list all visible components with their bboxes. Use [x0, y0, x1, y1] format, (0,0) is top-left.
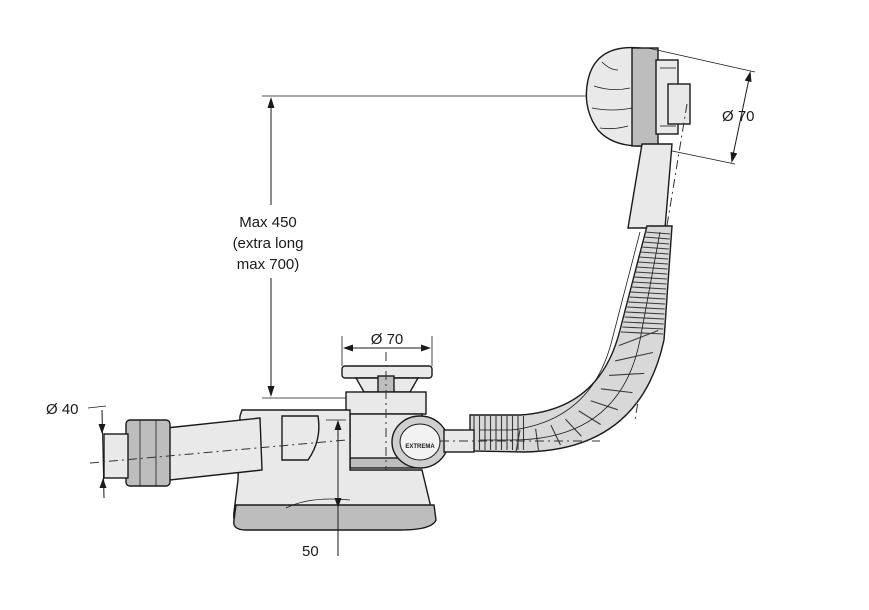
hose-inner-line-2 [480, 231, 661, 441]
hose-inner-line [480, 231, 641, 431]
outlet-dim-ext-top [87, 405, 107, 409]
overflow-dim-line [731, 73, 751, 161]
trap-base-ring [233, 504, 437, 531]
trap-assembly [233, 409, 437, 531]
overflow-dim-ext-top [647, 47, 756, 73]
overflow-diameter-dimension: Ø 70 [647, 47, 756, 165]
outlet-nut [125, 419, 171, 487]
hose-rib [630, 291, 666, 295]
hose-rib [634, 276, 667, 280]
outlet-pipe [89, 417, 347, 487]
hose-rib [590, 400, 618, 411]
hose-rib [641, 246, 669, 250]
hose-rib [622, 326, 664, 330]
overflow-rosette-ring [631, 47, 659, 147]
hose-rib [638, 256, 669, 260]
overflow-rigid-tube [627, 143, 673, 229]
hose-ribs [473, 231, 671, 453]
outlet-diameter-dimension: Ø 40 [46, 401, 107, 499]
corrugated-hose [469, 225, 673, 453]
height-arrow-bottom [267, 386, 275, 397]
outlet-dim-arrow-bottom [99, 478, 107, 488]
hose-rib [578, 410, 601, 425]
height-dimension: Max 450 (extra long max 700) [233, 95, 590, 399]
overflow-dim-arrow-bottom [730, 152, 738, 163]
waste-control-plate [399, 423, 441, 461]
hose-rib [618, 330, 659, 347]
height-arrow-top [267, 97, 275, 108]
trap-detail [285, 498, 351, 509]
seal-depth-dimension: 50 [302, 419, 346, 560]
hose-rib [620, 331, 664, 335]
overflow-dim-arrow-top [744, 71, 752, 82]
outlet-diameter-label: Ø 40 [46, 401, 79, 418]
hose-rib [643, 236, 670, 240]
waste-dim-arrow-left [343, 344, 353, 352]
brand-label: EXTREMA [405, 444, 435, 450]
waste-dim-arrow-right [421, 344, 431, 352]
hose-rib [640, 251, 669, 255]
hose-rib [609, 372, 645, 376]
hose-rib [642, 241, 670, 245]
height-label-line2: (extra long [233, 235, 304, 252]
overflow-cap [585, 46, 641, 147]
hose-rib [632, 281, 667, 285]
outlet-centerline [89, 439, 347, 464]
hose-rib [614, 351, 654, 362]
hose-body [469, 225, 673, 453]
hose-rib [644, 231, 671, 235]
waste-diameter-dimension: Ø 70 [341, 331, 433, 366]
height-label-line1: Max 450 [239, 214, 297, 231]
overflow-head [585, 46, 691, 147]
overflow-diameter-label: Ø 70 [722, 108, 755, 125]
hose-rib [637, 261, 668, 265]
height-label-line3: max 700) [237, 256, 300, 273]
waste-diameter-label: Ø 70 [371, 331, 404, 348]
seal-dim-arrow-top [334, 420, 342, 430]
waste-valve: EXTREMA [341, 352, 600, 520]
hose-rib [635, 271, 668, 275]
outlet-spigot [103, 433, 129, 479]
hose-rib [564, 418, 582, 437]
seal-depth-label: 50 [302, 543, 319, 560]
overflow-cap-grooves [591, 61, 633, 130]
seal-dim-arrow-bottom [334, 498, 342, 508]
hose-rib [600, 388, 633, 394]
trap-elbow [281, 415, 320, 461]
overflow-connector [667, 83, 691, 125]
hose-rib [631, 286, 667, 290]
hose-rib [636, 266, 668, 270]
outlet-dim-arrow-top [98, 424, 106, 434]
hose-rib [535, 428, 540, 451]
